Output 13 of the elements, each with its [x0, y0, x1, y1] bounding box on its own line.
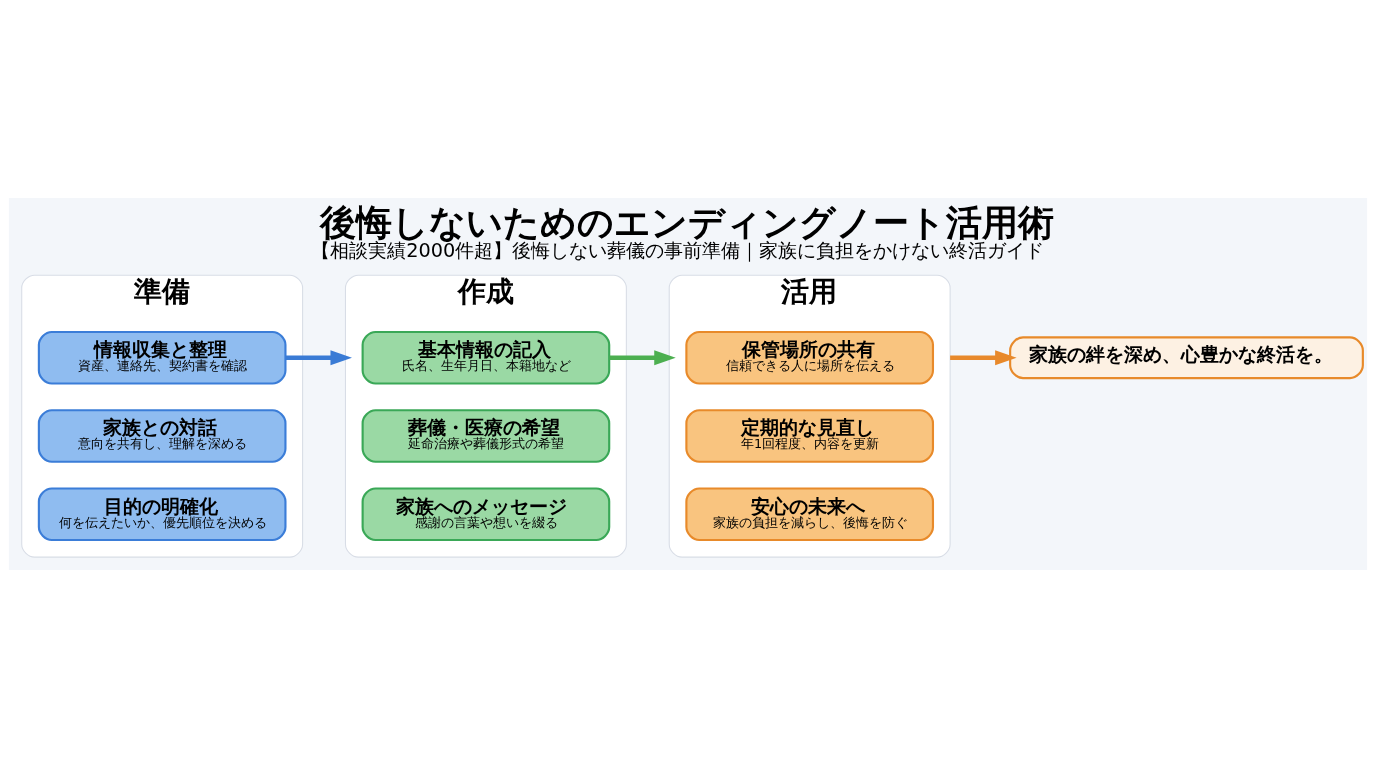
arrow: [609, 350, 676, 366]
node-box: 葬儀・医療の希望 延命治療や葬儀形式の希望: [361, 409, 611, 463]
arrow: [285, 350, 352, 366]
node-box: 基本情報の記入 氏名、生年月日、本籍地など: [361, 330, 611, 385]
node-box: 家族へのメッセージ 感謝の言葉や想いを綴る: [361, 487, 611, 542]
arrow: [950, 350, 1017, 366]
node-box: 安心の未来へ 家族の負担を減らし、後悔を防ぐ: [685, 487, 935, 542]
node-box: 定期的な見直し 年1回程度、内容を更新: [685, 409, 935, 463]
node-box: 家族との対話 意向を共有し、理解を深める: [37, 409, 287, 463]
node-box: 情報収集と整理 資産、連絡先、契約書を確認: [37, 330, 287, 385]
node-box: 目的の明確化 何を伝えたいか、優先順位を決める: [37, 487, 287, 542]
node-box: 家族の絆を深め、心豊かな終活を。: [1009, 336, 1364, 380]
node-box: 保管場所の共有 信頼できる人に場所を伝える: [685, 330, 935, 385]
